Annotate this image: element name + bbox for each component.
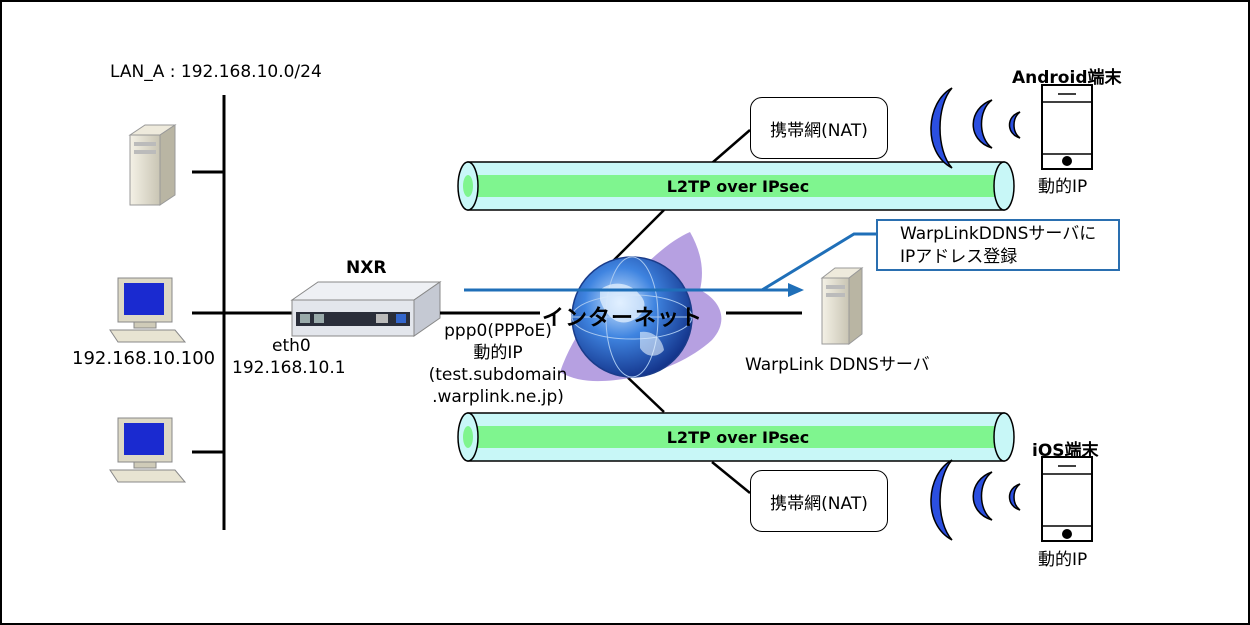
mobile-network-label: 携帯網(NAT): [770, 120, 868, 141]
ppp-line: .warplink.ne.jp): [432, 387, 564, 407]
router-eth-ip: 192.168.10.1: [232, 358, 346, 378]
ppp-line: 動的IP: [473, 343, 523, 363]
nxr-router-icon: [290, 281, 442, 337]
upper-tunnel-shape: [457, 161, 1015, 211]
globe-to-lower-tunnel: [621, 371, 665, 413]
router-name: NXR: [346, 258, 387, 278]
ios-phone-icon: [1041, 456, 1093, 542]
android-device-name: Android端末: [1012, 68, 1122, 88]
ddns-server-icon: [820, 266, 864, 346]
pc-ip-label: 192.168.10.100: [72, 348, 216, 369]
ios-device-ip: 動的IP: [1038, 550, 1088, 570]
lower-tunnel-to-nat: [711, 461, 751, 494]
router-ppp-info: ppp0(PPPoE) 動的IP (test.subdomain .warpli…: [422, 320, 574, 408]
upper-mobile-network-box: 携帯網(NAT): [750, 97, 888, 159]
internet-label: インターネット: [542, 306, 704, 331]
internet-globe-icon: [571, 256, 693, 378]
upper-tunnel-to-nat: [711, 129, 751, 164]
android-phone-icon: [1041, 84, 1093, 170]
ddns-server-label: WarpLink DDNSサーバ: [745, 355, 930, 375]
lower-tunnel-shape: [457, 412, 1015, 462]
globe-to-upper-tunnel: [611, 209, 665, 263]
android-wireless-waves-icon: [930, 87, 1021, 169]
mobile-network-label: 携帯網(NAT): [770, 493, 868, 514]
lower-tunnel-label: L2TP over IPsec: [666, 428, 810, 447]
callout-line: WarpLinkDDNSサーバに: [900, 224, 1097, 244]
lan-pc2-icon: [109, 417, 187, 483]
router-eth-name: eth0: [272, 336, 311, 356]
ios-device-name: iOS端末: [1032, 441, 1099, 461]
lan-pc-icon: [109, 277, 187, 343]
lan-label: LAN_A : 192.168.10.0/24: [110, 62, 322, 82]
lan-server-icon: [128, 124, 177, 206]
ppp-line: (test.subdomain: [428, 365, 568, 385]
ddns-registration-arrow: [464, 232, 878, 297]
callout-line: IPアドレス登録: [900, 247, 1018, 267]
ppp-line: ppp0(PPPoE): [444, 321, 552, 341]
ios-wireless-waves-icon: [930, 459, 1021, 541]
ddns-callout-box: WarpLinkDDNSサーバに IPアドレス登録: [876, 219, 1120, 271]
lower-mobile-network-box: 携帯網(NAT): [750, 470, 888, 532]
upper-tunnel-label: L2TP over IPsec: [666, 177, 810, 196]
android-device-ip: 動的IP: [1038, 177, 1088, 197]
